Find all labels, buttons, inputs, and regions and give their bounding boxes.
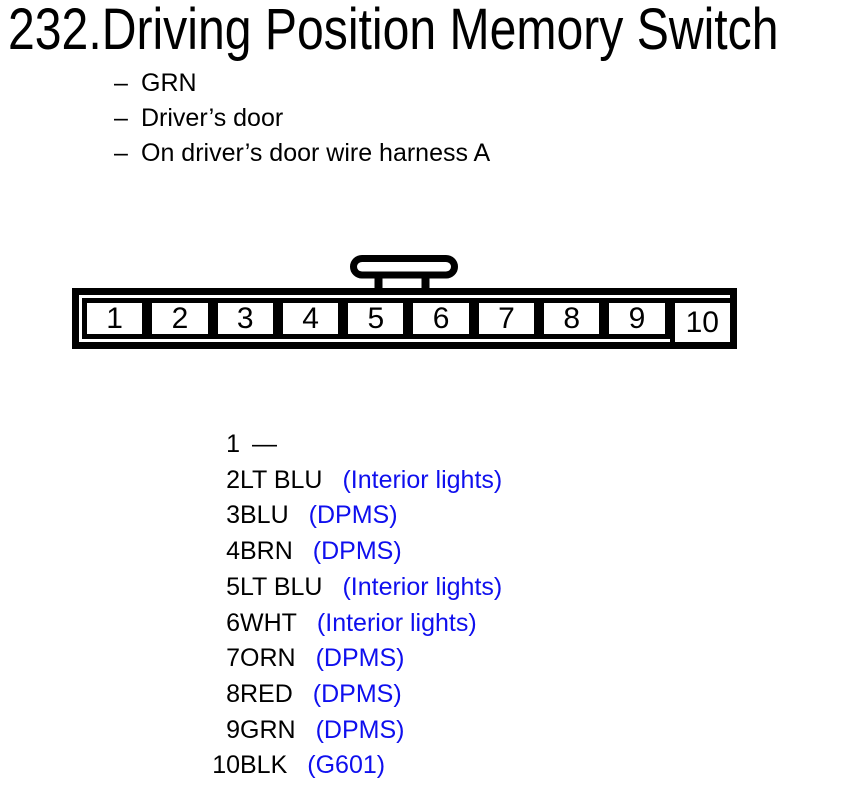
note-text: On driver’s door wire harness A (141, 139, 491, 167)
pin-row-6: 6WHT (Interior lights) (200, 606, 502, 642)
pin-num: 10 (212, 751, 240, 780)
connector-pin-cell-3: 3 (212, 298, 278, 339)
wire-color: LT BLU (240, 572, 323, 601)
pin-note: (DPMS) (308, 501, 398, 530)
pin-note: (Interior lights) (342, 572, 503, 601)
pin-number: 7 (498, 301, 515, 335)
pin-row-1: 1— (200, 427, 502, 463)
pin-number: 2 (171, 301, 189, 335)
connector-pin-cell-8: 8 (539, 298, 605, 339)
pin-number: 9 (628, 301, 646, 335)
note-text: GRN (141, 69, 197, 97)
pin-num: 8 (226, 679, 240, 708)
dash-glyph: – (114, 69, 128, 97)
connector-pin-cell-1: 1 (82, 298, 148, 339)
pin-note: (DPMS) (312, 679, 402, 708)
pin-note: (Interior lights) (316, 608, 477, 637)
wire-color: WHT (240, 608, 297, 637)
connector-pin-cell-10: 10 (669, 298, 730, 342)
pin-row-4: 4BRN (DPMS) (200, 534, 502, 570)
page-title: 232.Driving Position Memory Switch (8, 0, 779, 62)
pin-row-2: 2LT BLU (Interior lights) (200, 463, 502, 499)
note-text: Driver’s door (141, 104, 284, 132)
pin-list: 1— 2LT BLU(Interior lights) 3BLU(DPMS) 4… (200, 427, 502, 784)
connector-notes: –GRN –Driver’s door –On driver’s door wi… (114, 66, 490, 171)
pin-row-9: 9GRN (DPMS) (200, 713, 502, 749)
pin-note: (G601) (307, 751, 386, 780)
pin-note: (Interior lights) (342, 465, 503, 494)
pin-row-10: 10BLK (G601) (200, 748, 502, 784)
pin-row-8: 8RED (DPMS) (200, 677, 502, 713)
pin-num: 1 (226, 430, 240, 458)
pin-number: 6 (432, 301, 450, 335)
note-line: –GRN (114, 66, 490, 101)
dash-glyph: – (114, 139, 128, 167)
pin-note: (DPMS) (312, 537, 402, 566)
connector-pin-cell-2: 2 (147, 298, 213, 339)
pin-num: 3 (226, 501, 240, 530)
pin-number: 10 (685, 305, 719, 339)
pin-number: 8 (563, 301, 581, 335)
pin-num: 6 (226, 608, 240, 637)
connector-pin-cell-6: 6 (408, 298, 474, 339)
pin-note: (DPMS) (315, 644, 405, 673)
dash-glyph: – (114, 104, 128, 132)
pin-number: 4 (302, 301, 319, 335)
pin-number: 5 (367, 301, 385, 335)
pin-row-7: 7ORN (DPMS) (200, 641, 502, 677)
pin-note: (DPMS) (315, 715, 405, 744)
pin-num: 4 (226, 537, 240, 566)
wire-color: BRN (240, 537, 293, 566)
note-line: –Driver’s door (114, 101, 490, 136)
pin-num: 2 (226, 465, 240, 494)
connector-pin-cell-9: 9 (604, 298, 670, 339)
pin-num: 7 (226, 644, 240, 673)
pin-number: 1 (106, 301, 123, 335)
pin-num: 9 (226, 715, 240, 744)
connector-pin-cell-5: 5 (343, 298, 409, 339)
wire-color: ORN (240, 644, 296, 673)
connector-pin-cell-4: 4 (277, 298, 344, 339)
pin-num: 5 (226, 572, 240, 601)
wire-color: RED (240, 679, 293, 708)
wire-color: GRN (240, 715, 296, 744)
pin-row-5: 5LT BLU (Interior lights) (200, 570, 502, 606)
wire-color: — (252, 430, 277, 458)
pin-row-3: 3BLU (DPMS) (200, 498, 502, 534)
note-line: –On driver’s door wire harness A (114, 136, 490, 171)
connector-pin-cell-7: 7 (473, 298, 540, 339)
wire-color: LT BLU (240, 465, 323, 494)
wire-color: BLU (240, 501, 289, 530)
connector-body: 1 2 3 4 5 6 7 8 9 10 (72, 288, 737, 349)
connector-latch-icon (350, 255, 458, 298)
pin-number: 3 (236, 301, 254, 335)
wire-color: BLK (240, 751, 288, 780)
